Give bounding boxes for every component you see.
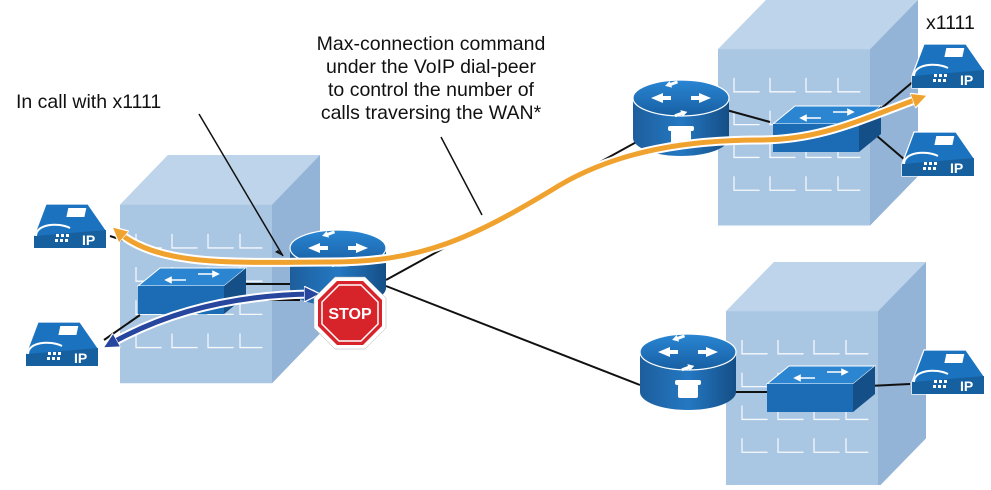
ip-phone-x1111: IP: [911, 43, 985, 89]
callout-arrow: [275, 250, 283, 256]
switch-branch-bottom: [766, 365, 876, 413]
router-branch-bottom: [639, 331, 737, 411]
ip-label: IP: [960, 72, 973, 88]
ip-label: IP: [82, 232, 95, 248]
ip-phone-hq-bottom: IP: [25, 321, 99, 367]
stop-label: STOP: [328, 306, 372, 323]
ip-phone-hq-top: IP: [33, 203, 107, 249]
annotation-in-call: In call with x1111: [16, 91, 162, 113]
callout-lines: [198, 113, 483, 257]
extension-label: x1111: [926, 12, 975, 34]
ip-label: IP: [950, 160, 963, 176]
ip-phone-branch-top-2: IP: [901, 131, 975, 177]
annotation-line: under the VoIP dial-peer: [326, 56, 536, 78]
annotation-line: Max-connection command: [316, 33, 546, 55]
ip-phone-branch-bottom: IP: [911, 349, 985, 395]
ip-label: IP: [74, 350, 87, 366]
annotation-max-connection: Max-connection command under the VoIP di…: [272, 33, 590, 125]
ip-label: IP: [960, 378, 973, 394]
stop-sign: STOP: [313, 276, 387, 350]
annotation-line: to control the number of: [328, 79, 534, 101]
annotation-line: calls traversing the WAN*: [320, 102, 542, 124]
